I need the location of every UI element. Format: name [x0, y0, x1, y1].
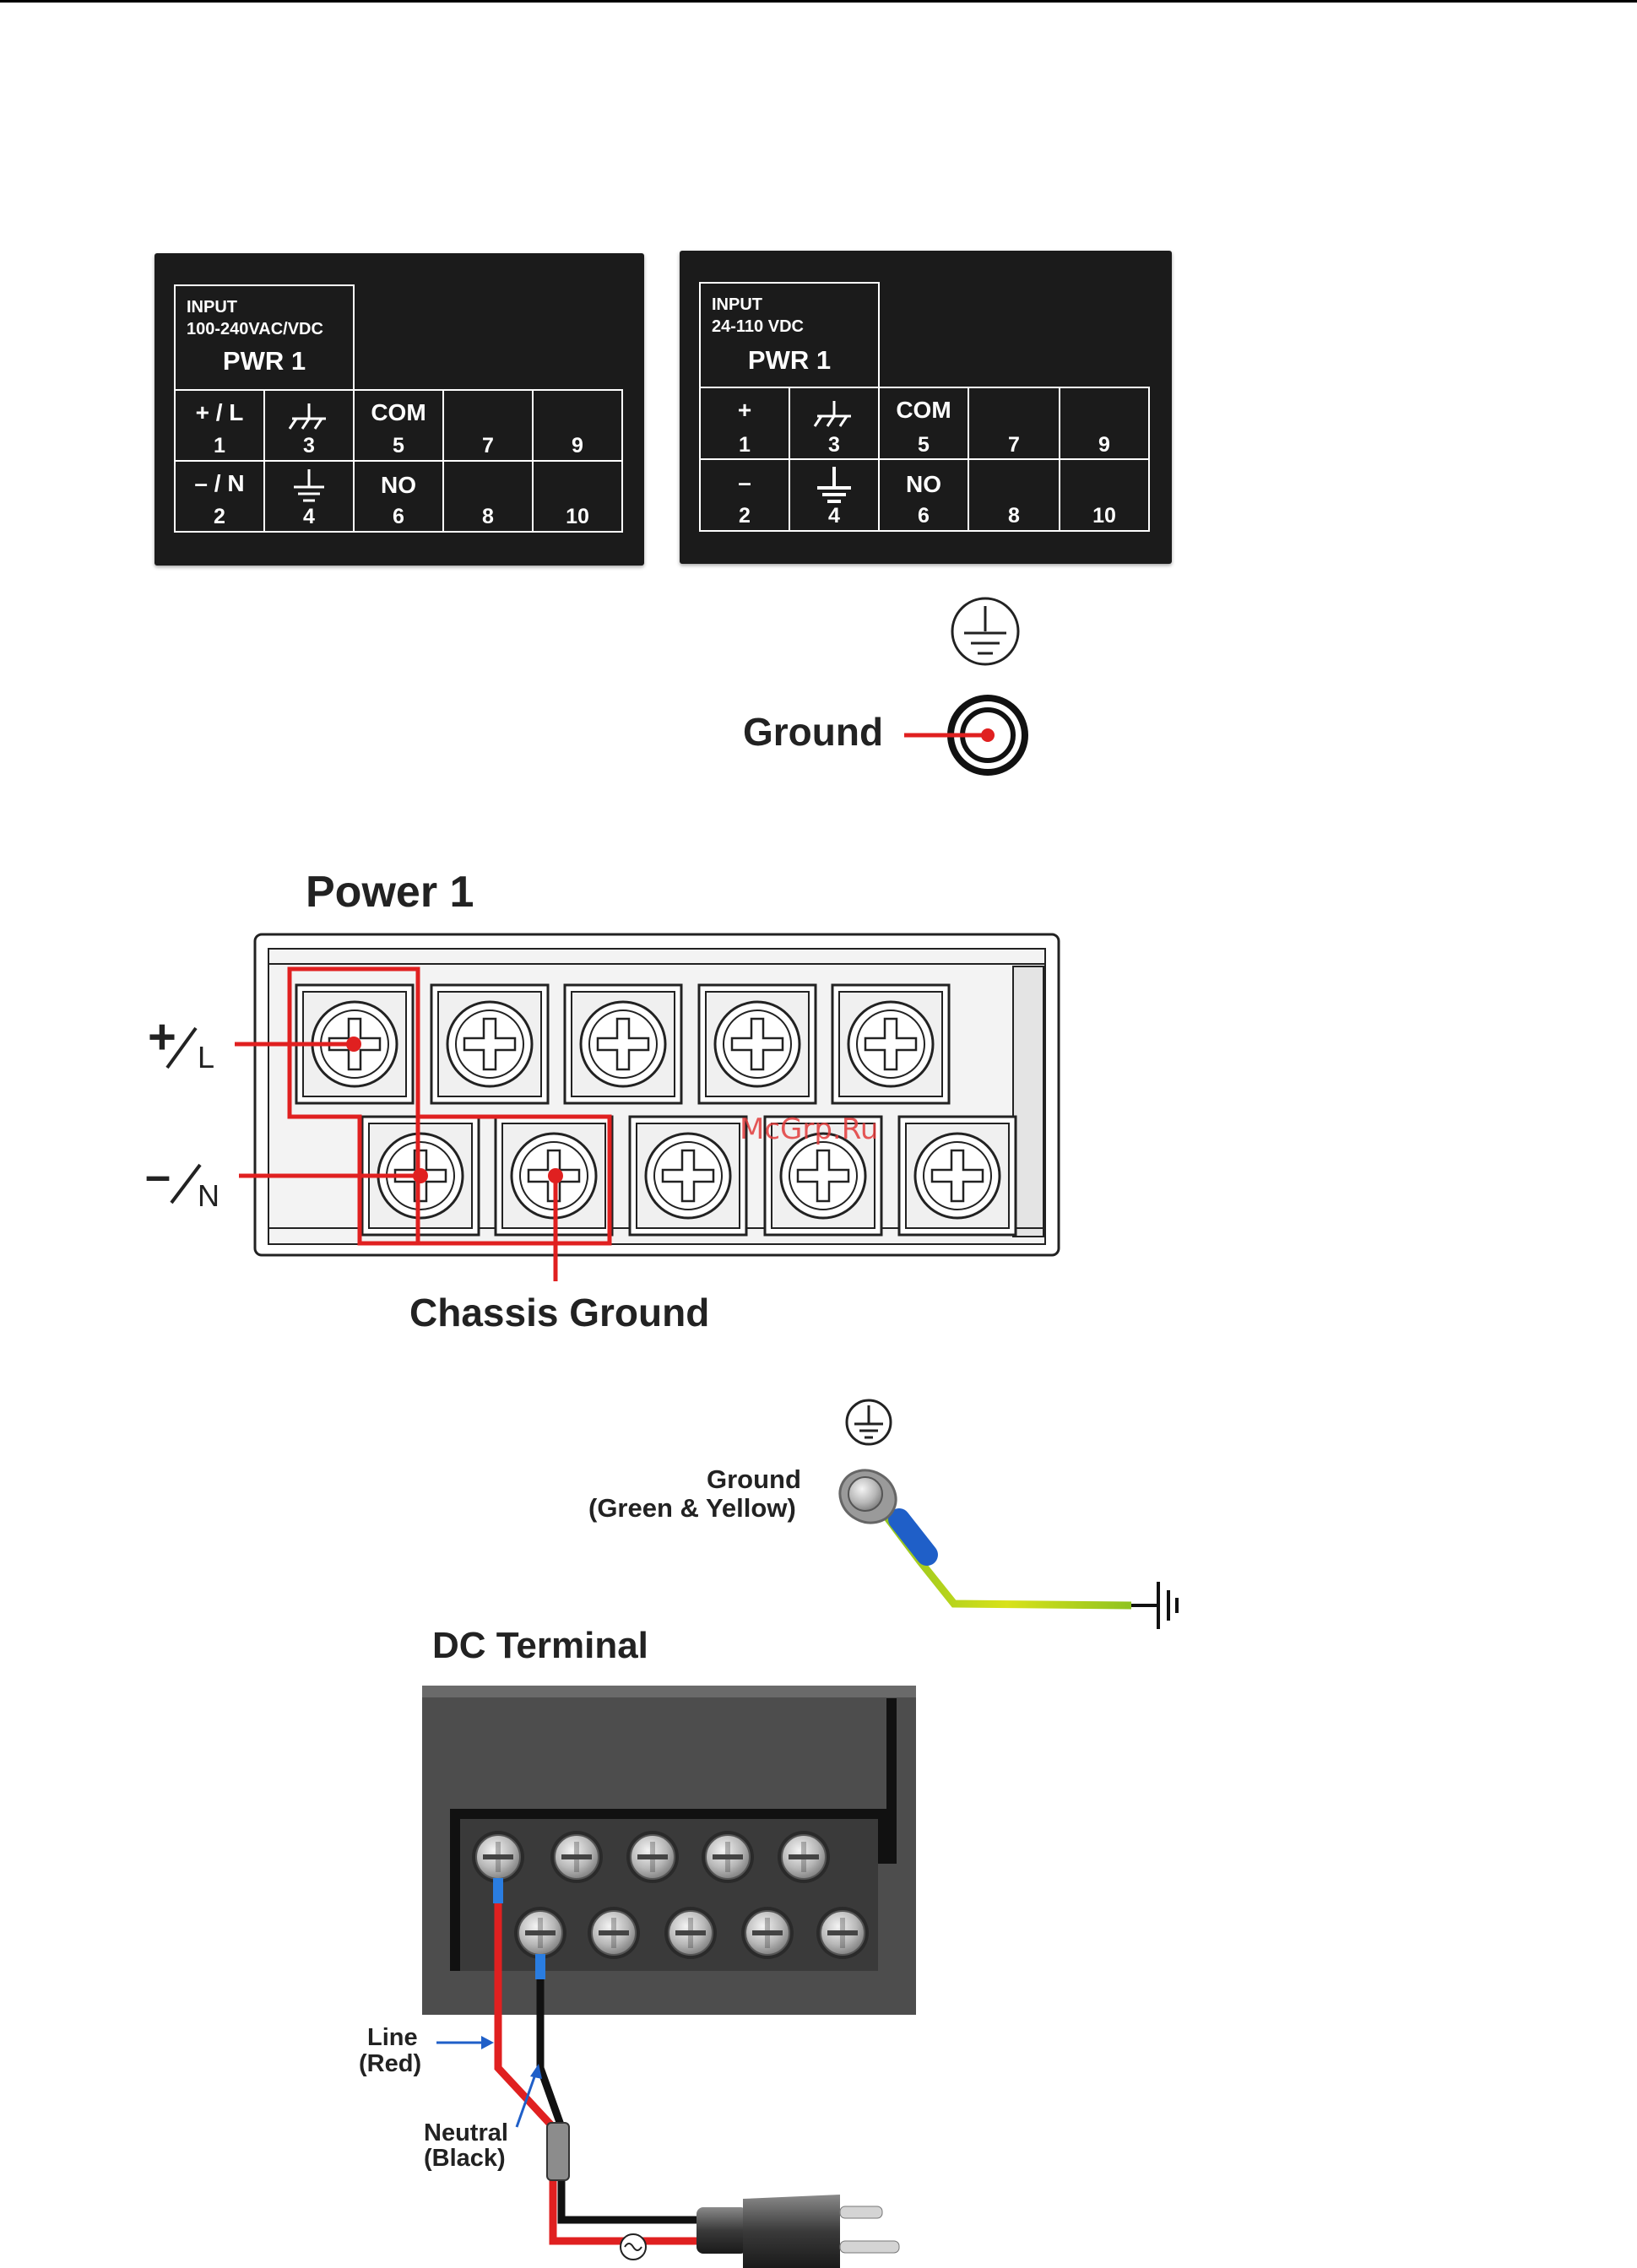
- chassis-ground-label: Chassis Ground: [409, 1290, 709, 1335]
- line-label-2: (Red): [359, 2050, 421, 2078]
- ground-wire: [831, 1460, 1131, 1605]
- power1-top-screw-2: [431, 985, 548, 1103]
- power1-top-screws: [296, 985, 949, 1103]
- minus-sub-N: N: [198, 1178, 220, 1214]
- power1-bottom-screw-5: [899, 1117, 1016, 1235]
- ground-wire-label-2: (Green & Yellow): [588, 1493, 796, 1524]
- dc-top-screw-2: [550, 1831, 603, 1883]
- protective-earth-icon: [952, 598, 1018, 664]
- line-label-1: Line: [367, 2024, 418, 2052]
- ground-wire-label-1: Ground: [707, 1464, 801, 1495]
- ground-terminal-icon: [904, 698, 1025, 772]
- earth-symbol-icon: [1131, 1582, 1177, 1629]
- power1-top-screw-5: [832, 985, 949, 1103]
- power1-title: Power 1: [306, 867, 474, 917]
- dc-top-screw-3: [626, 1831, 679, 1883]
- line-arrow: [436, 2036, 494, 2049]
- dc-terminal-title: DC Terminal: [432, 1625, 648, 1667]
- dc-top-screw-1: [472, 1831, 524, 1883]
- protective-earth-small-icon: [847, 1400, 891, 1444]
- neutral-label-1: Neutral: [424, 2119, 508, 2147]
- dc-top-screw-4: [702, 1831, 754, 1883]
- minus-slash: [171, 1165, 200, 1203]
- power-plug-icon: [697, 2195, 899, 2268]
- plus-symbol: +: [148, 1009, 176, 1065]
- power1-top-screw-3: [565, 985, 681, 1103]
- dc-bottom-screw-2: [588, 1907, 640, 1959]
- dc-top-screw-5: [778, 1831, 830, 1883]
- watermark-text: McGrp.Ru: [740, 1112, 878, 1146]
- power1-bottom-screw-3: [630, 1117, 746, 1235]
- dc-bottom-screw-1: [514, 1907, 566, 1959]
- power1-top-screw-4: [699, 985, 816, 1103]
- plus-sub-L: L: [198, 1040, 214, 1075]
- dc-bottom-screw-3: [664, 1907, 717, 1959]
- power1-bottom-screws: [362, 1117, 1016, 1235]
- dc-bottom-screw-4: [741, 1907, 794, 1959]
- neutral-label-2: (Black): [424, 2145, 506, 2173]
- ac-symbol-icon: [621, 2234, 646, 2260]
- ground-callout-label: Ground: [743, 709, 883, 755]
- minus-symbol: –: [145, 1150, 171, 1202]
- dc-bottom-screw-5: [816, 1907, 869, 1959]
